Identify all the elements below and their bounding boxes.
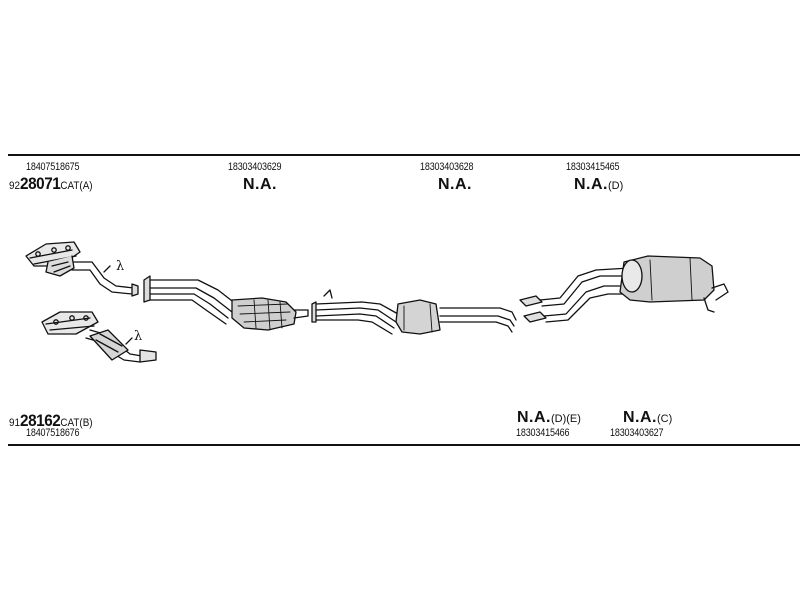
assembly-b-prefix: 91 <box>9 417 21 429</box>
assembly-a-prefix: 92 <box>9 180 21 192</box>
tailpipe-right-note: (C) <box>657 413 673 425</box>
front-silencer-status-text: N.A. <box>243 176 277 193</box>
bottom-divider <box>8 444 800 446</box>
rear-silencer-note: (D) <box>608 180 624 192</box>
tailpipe-left-part-number: 18303415466 <box>516 427 570 439</box>
assembly-a-suffix: CAT(A) <box>60 180 93 192</box>
rear-silencer-status: N.A.(D) <box>574 177 623 193</box>
tailpipe-left-status-text: N.A. <box>517 409 551 426</box>
tailpipe-right-part-number: 18303403627 <box>610 427 664 439</box>
rear-silencer <box>519 255 729 323</box>
assembly-b-code: 9128162CAT(B) <box>9 412 93 429</box>
center-silencer-status-text: N.A. <box>438 176 472 193</box>
center-silencer-status: N.A. <box>438 177 472 193</box>
front-silencer <box>143 275 309 331</box>
front-pipe-b <box>41 311 157 363</box>
front-silencer-part-number: 18303403629 <box>228 161 282 173</box>
assembly-b-number: 28162 <box>20 411 61 430</box>
center-silencer <box>311 289 517 335</box>
lambda-sensor-b-label: λ <box>134 329 142 344</box>
front-pipe-a-part-number: 18407518675 <box>26 161 80 173</box>
tailpipe-left-status: N.A.(D)(E) <box>517 410 581 426</box>
assembly-a-number: 28071 <box>20 174 61 193</box>
front-pipe-b-part-number: 18407518676 <box>26 427 80 439</box>
assembly-a-code: 9228071CAT(A) <box>9 175 93 192</box>
tailpipe-right-status: N.A.(C) <box>623 410 672 426</box>
assembly-b-suffix: CAT(B) <box>60 417 93 429</box>
tailpipe-right-status-text: N.A. <box>623 409 657 426</box>
rear-silencer-part-number: 18303415465 <box>566 161 620 173</box>
rear-silencer-status-text: N.A. <box>574 176 608 193</box>
front-pipe-a <box>25 241 139 297</box>
tailpipe-left-note: (D)(E) <box>551 413 581 425</box>
front-silencer-status: N.A. <box>243 177 277 193</box>
center-silencer-part-number: 18303403628 <box>420 161 474 173</box>
lambda-sensor-a-label: λ <box>116 259 124 274</box>
top-divider <box>8 154 800 156</box>
